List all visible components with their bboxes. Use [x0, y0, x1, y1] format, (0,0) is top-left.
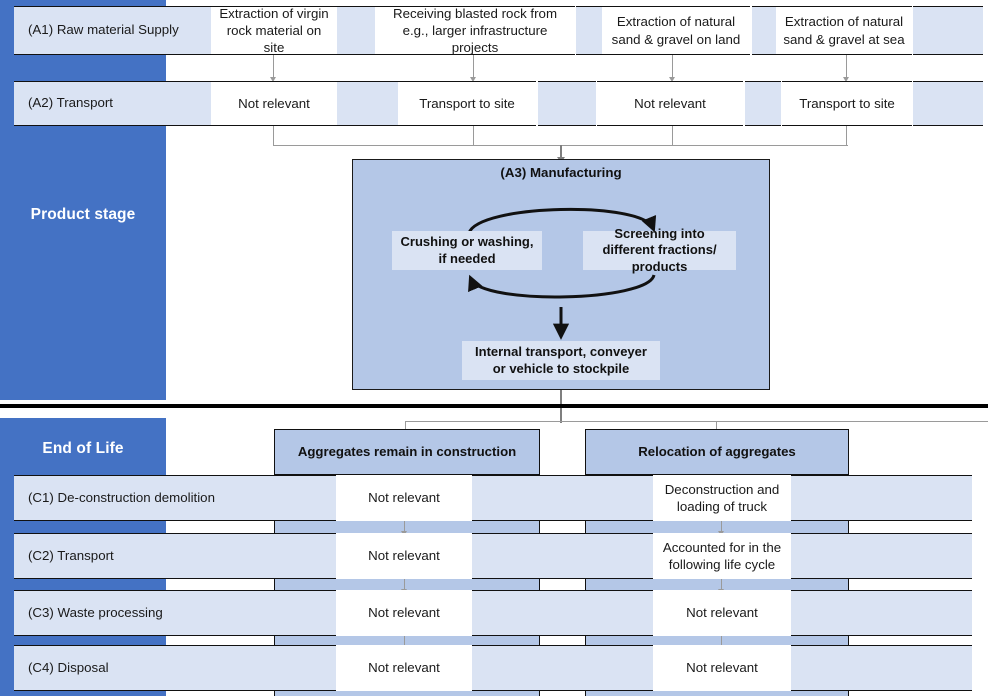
connector-bus-to-a3	[560, 145, 562, 159]
connector-c2-c3-remain	[404, 579, 406, 592]
connector-eol-right-drop	[716, 421, 718, 434]
connector-a2-bus-v2	[473, 126, 475, 145]
cell-a1-2[interactable]: Receiving blasted rock from e.g., larger…	[375, 6, 575, 55]
arrowhead-a1-a2-2	[470, 77, 476, 82]
connector-a1-a2-2	[473, 55, 475, 79]
cell-a1-3[interactable]: Extraction of natural sand & gravel on l…	[602, 6, 750, 55]
manufacturing-title: (A3) Manufacturing	[500, 165, 622, 180]
connector-c3-c4-relocation	[721, 636, 723, 649]
filler-a1-1	[339, 6, 375, 55]
manufacturing-step-internal-transport[interactable]: Internal transport, conveyer or vehicle …	[462, 341, 660, 380]
row-c4-band	[14, 645, 972, 691]
branch-header-relocation[interactable]: Relocation of aggregates	[585, 429, 849, 475]
connector-c1-c2-remain	[404, 521, 406, 534]
connector-a1-a2-3	[672, 55, 674, 79]
filler-a1-2	[576, 6, 602, 55]
arrowhead-a1-a2-3	[669, 77, 675, 82]
cell-a2-2[interactable]: Transport to site	[398, 81, 536, 126]
stage-separator	[0, 404, 988, 408]
cell-c1-remain[interactable]: Not relevant	[336, 475, 472, 521]
arrowhead-a1-a2-1	[270, 77, 276, 82]
cell-a2-3[interactable]: Not relevant	[597, 81, 743, 126]
connector-a1-a2-4	[846, 55, 848, 79]
connector-a2-bus-v1	[273, 126, 275, 145]
cell-c2-remain[interactable]: Not relevant	[336, 533, 472, 579]
row-c3-label: (C3) Waste processing	[28, 604, 163, 620]
filler-a2-4	[913, 81, 983, 126]
connector-a1-a2-1	[273, 55, 275, 79]
product-stage-label: Product stage	[30, 206, 136, 223]
row-a2-label: (A2) Transport	[28, 95, 113, 111]
arrowhead-a1-a2-4	[843, 77, 849, 82]
row-c1-label: (C1) De-construction demolition	[28, 489, 215, 505]
filler-a2-2	[538, 81, 596, 126]
connector-a2-bus-v4	[846, 126, 848, 145]
connector-c3-c4-remain	[404, 636, 406, 649]
connector-c2-c3-relocation	[721, 579, 723, 592]
manufacturing-step-screening[interactable]: Screening into different fractions/ prod…	[583, 226, 736, 274]
end-of-life-label: End of Life	[42, 440, 124, 457]
manufacturing-cycle-arrows	[467, 207, 657, 340]
cell-c2-relocation[interactable]: Accounted for in the following life cycl…	[653, 533, 791, 579]
cell-a2-4[interactable]: Transport to site	[782, 81, 912, 126]
manufacturing-step-crushing[interactable]: Crushing or washing, if needed	[392, 231, 542, 270]
row-c3-band	[14, 590, 972, 636]
connector-c1-c2-relocation	[721, 521, 723, 534]
cell-a2-1[interactable]: Not relevant	[211, 81, 337, 126]
connector-a2-bus-v3	[672, 126, 674, 145]
cell-c1-relocation[interactable]: Deconstruction and loading of truck	[653, 475, 791, 521]
filler-a1-4	[913, 6, 983, 55]
row-c1-band	[14, 475, 972, 521]
filler-a2-1	[339, 81, 397, 126]
cell-a1-1[interactable]: Extraction of virgin rock material on si…	[211, 6, 337, 55]
cell-c3-remain[interactable]: Not relevant	[336, 590, 472, 636]
cell-c4-relocation[interactable]: Not relevant	[653, 645, 791, 691]
filler-a2-3	[745, 81, 781, 126]
cell-c3-relocation[interactable]: Not relevant	[653, 590, 791, 636]
row-c4-label: (C4) Disposal	[28, 659, 109, 675]
connector-eol-bus	[405, 421, 988, 423]
connector-eol-left-drop	[405, 421, 407, 434]
product-stage-column	[0, 0, 166, 400]
row-c2-label: (C2) Transport	[28, 547, 114, 563]
filler-a1-3	[752, 6, 776, 55]
row-a1-label: (A1) Raw material Supply	[28, 22, 179, 38]
row-c2-band	[14, 533, 972, 579]
branch-header-remain[interactable]: Aggregates remain in construction	[274, 429, 540, 475]
cell-a1-4[interactable]: Extraction of natural sand & gravel at s…	[776, 6, 912, 55]
cell-c4-remain[interactable]: Not relevant	[336, 645, 472, 691]
